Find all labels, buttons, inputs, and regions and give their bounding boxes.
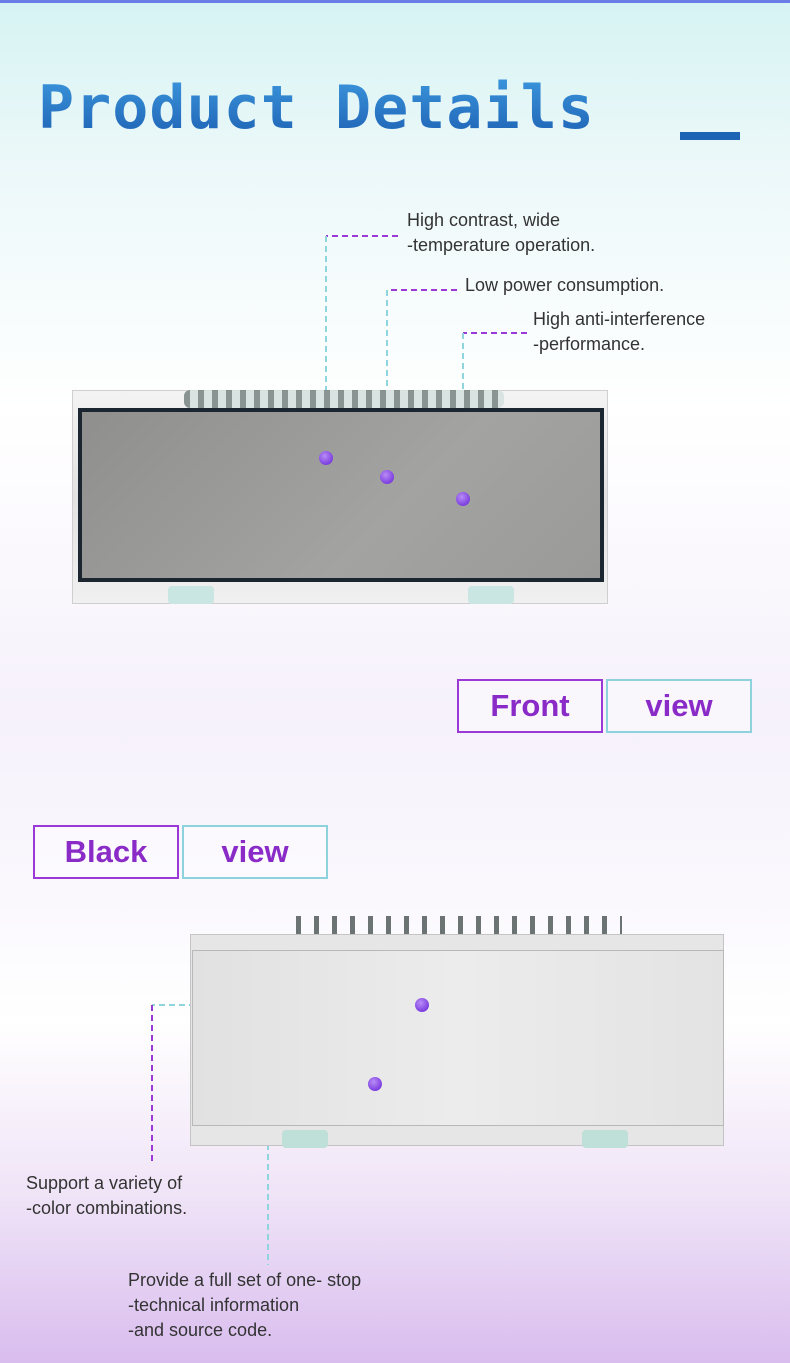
- back-label-right: view: [182, 825, 328, 879]
- lcd-back-tab-right: [582, 1130, 628, 1148]
- lcd-display-area: [78, 408, 604, 582]
- lcd-display-surface: [82, 412, 600, 578]
- front-label-left: Front: [457, 679, 603, 733]
- callout-dot-3: [456, 492, 470, 506]
- back-note-colors: Support a variety of-color combinations.: [26, 1173, 188, 1218]
- back-view-label: Black view: [33, 825, 328, 879]
- back-label-left: Black: [33, 825, 179, 879]
- front-note-power: Low power consumption.: [465, 275, 665, 295]
- lcd-back-image: [190, 916, 728, 1156]
- lcd-pin-strip: [184, 390, 504, 408]
- lcd-front-image: [72, 390, 608, 604]
- title-underline: [680, 132, 740, 140]
- top-rule: [0, 0, 790, 3]
- page-title: Product Details: [38, 70, 595, 146]
- front-note-contrast: High contrast, wide-temperature operatio…: [407, 210, 596, 255]
- front-note-interference: High anti-interference-performance.: [533, 309, 706, 354]
- back-note-support: Provide a full set of one- stop-technica…: [128, 1270, 362, 1340]
- front-label-right: view: [606, 679, 752, 733]
- callout-dot-1: [319, 451, 333, 465]
- callout-dot-4: [415, 998, 429, 1012]
- lcd-tab-left: [168, 586, 214, 604]
- callout-dot-5: [368, 1077, 382, 1091]
- lcd-back-tab-left: [282, 1130, 328, 1148]
- lcd-tab-right: [468, 586, 514, 604]
- lcd-back-panel: [192, 950, 724, 1126]
- front-view-label: Front view: [457, 679, 752, 733]
- callout-dot-2: [380, 470, 394, 484]
